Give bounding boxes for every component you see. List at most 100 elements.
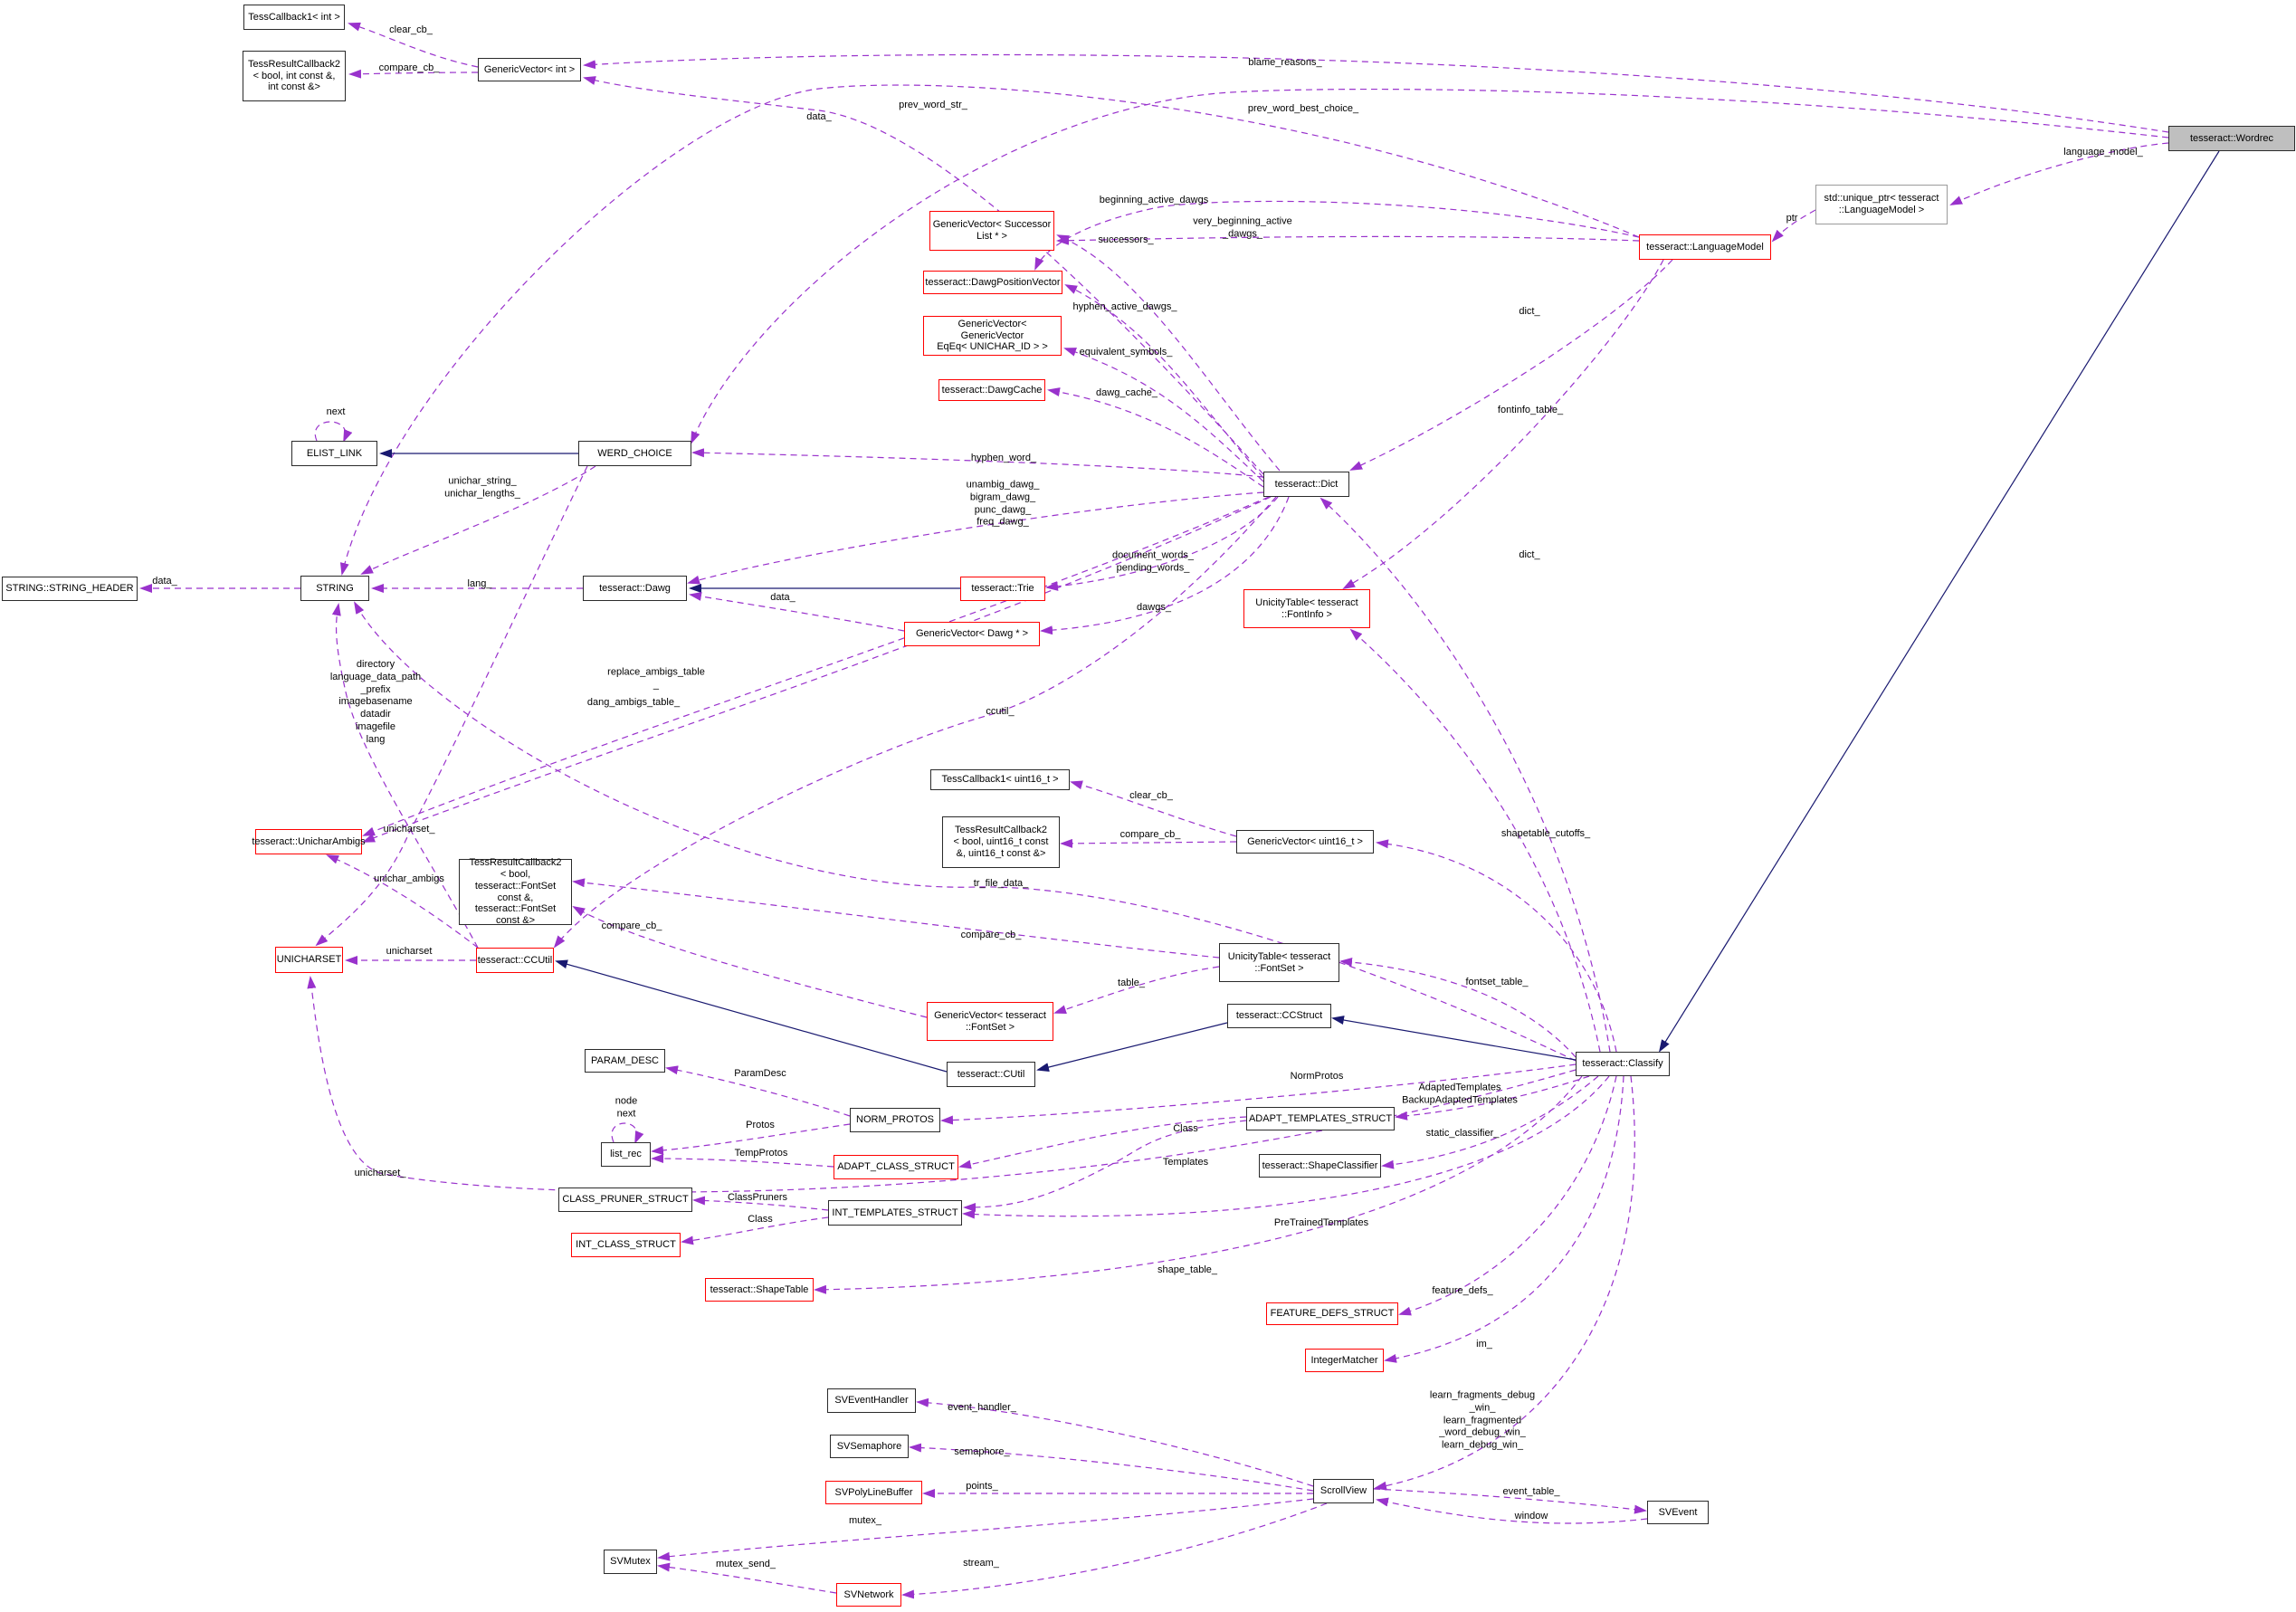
node-sveventhandler[interactable]: SVEventHandler xyxy=(827,1388,916,1413)
edge-language-model xyxy=(1949,142,2169,205)
edge-unichar-string-lengths xyxy=(360,465,596,575)
edge-label-mutex-61: mutex_ xyxy=(848,1515,882,1527)
edge-unambig-bigram-punc-freq-dawg xyxy=(687,491,1264,585)
node-svpolylinebuffer[interactable]: SVPolyLineBuffer xyxy=(825,1481,922,1504)
edge-label-ptr-10: ptr xyxy=(1786,213,1798,224)
node-unicitytable-fontinfo[interactable]: UnicityTable< tesseract ::FontInfo > xyxy=(1243,589,1370,628)
node-shapeclassifier[interactable]: tesseract::ShapeClassifier xyxy=(1259,1154,1381,1178)
node-scrollview[interactable]: ScrollView xyxy=(1313,1479,1374,1503)
node-unicharset[interactable]: UNICHARSET xyxy=(275,947,343,973)
node-trie[interactable]: tesseract::Trie xyxy=(960,577,1045,601)
edge-label-compare-cb-37: compare_cb_ xyxy=(601,920,662,932)
edge-data-dawg xyxy=(689,592,905,632)
node-adapt-templates-struct[interactable]: ADAPT_TEMPLATES_STRUCT xyxy=(1246,1107,1395,1130)
node-param-desc[interactable]: PARAM_DESC xyxy=(585,1049,665,1073)
edge-label-templates-51: Templates xyxy=(1162,1157,1209,1168)
node-svevent[interactable]: SVEvent xyxy=(1647,1501,1709,1524)
edge-listrec-node-loop xyxy=(611,1122,644,1144)
node-unicitytable-fontset[interactable]: UnicityTable< tesseract ::FontSet > xyxy=(1219,943,1339,982)
edge-fontset-table xyxy=(1339,958,1577,1058)
edge-label-data-25: data_ xyxy=(770,592,796,604)
node-dict[interactable]: tesseract::Dict xyxy=(1263,472,1349,497)
node-classify[interactable]: tesseract::Classify xyxy=(1576,1052,1670,1076)
edge-label-unicharset-30: unicharset_ xyxy=(383,824,435,835)
edge-label-event-table-64: event_table_ xyxy=(1502,1486,1560,1498)
node-genericvector-eqeq[interactable]: GenericVector< GenericVector EqEq< UNICH… xyxy=(923,316,1062,356)
node-feature-defs-struct[interactable]: FEATURE_DEFS_STRUCT xyxy=(1266,1302,1398,1325)
node-dawg[interactable]: tesseract::Dawg xyxy=(583,576,687,601)
edge-label-normprotos-41: NormProtos xyxy=(1290,1071,1344,1083)
node-tessresultcallback2-int[interactable]: TessResultCallback2 < bool, int const &,… xyxy=(243,51,346,101)
node-int-class-struct[interactable]: INT_CLASS_STRUCT xyxy=(571,1233,681,1257)
edge-label-successors-9: successors_ xyxy=(1098,234,1154,246)
node-norm-protos[interactable]: NORM_PROTOS xyxy=(850,1108,940,1132)
edge-label-fontset-table-40: fontset_table_ xyxy=(1465,977,1529,988)
edge-label-dict-14: dict_ xyxy=(1519,306,1540,318)
node-integermatcher[interactable]: IntegerMatcher xyxy=(1305,1349,1384,1372)
edge-hyphen-active-dawgs xyxy=(1064,284,1264,479)
node-tesscallback1-int[interactable]: TessCallback1< int > xyxy=(243,5,345,30)
edge-label-mutex-send-62: mutex_send_ xyxy=(715,1559,776,1570)
edge-prev-word-str xyxy=(339,84,1640,576)
node-shapetable[interactable]: tesseract::ShapeTable xyxy=(705,1278,814,1302)
node-cutil[interactable]: tesseract::CUtil xyxy=(947,1062,1035,1087)
node-adapt-class-struct[interactable]: ADAPT_CLASS_STRUCT xyxy=(834,1155,958,1179)
node-svmutex[interactable]: SVMutex xyxy=(604,1550,657,1574)
edge-label-beginning-active-dawgs-7: beginning_active_dawgs xyxy=(1099,195,1209,206)
edge-label-classpruners-48: ClassPruners xyxy=(727,1192,788,1204)
node-string-header[interactable]: STRING::STRING_HEADER xyxy=(2,577,138,601)
edge-label-equivalent-symbols-12: equivalent_symbols_ xyxy=(1079,347,1173,358)
node-string[interactable]: STRING xyxy=(300,576,369,601)
edge-label-data-4: data_ xyxy=(806,111,832,123)
node-dawgpositionvector[interactable]: tesseract::DawgPositionVector xyxy=(923,271,1062,294)
edge-wordrec-classify-inherit xyxy=(1658,150,2220,1053)
node-class-pruner-struct[interactable]: CLASS_PRUNER_STRUCT xyxy=(558,1188,692,1212)
edge-protos xyxy=(651,1123,851,1155)
edge-label-stream-63: stream_ xyxy=(963,1558,999,1569)
edge-label-paramdesc-44: ParamDesc xyxy=(734,1068,786,1080)
edge-label-hyphen-active-dawgs-11: hyphen_active_dawgs_ xyxy=(1072,301,1177,313)
edge-ccutil-string-members xyxy=(331,603,479,949)
edge-compare-cb-u16 xyxy=(1060,838,1237,848)
edge-clear-cb-u16 xyxy=(1070,780,1237,837)
node-genericvector-fontset[interactable]: GenericVector< tesseract ::FontSet > xyxy=(927,1002,1053,1041)
edge-label-dawgs-21: dawgs_ xyxy=(1137,602,1171,614)
node-ccutil[interactable]: tesseract::CCUtil xyxy=(476,948,554,973)
node-dawgcache[interactable]: tesseract::DawgCache xyxy=(938,379,1045,401)
edge-label-pretrainedtemplates-52: PreTrainedTemplates xyxy=(1273,1217,1369,1229)
node-genericvector-int[interactable]: GenericVector< int > xyxy=(478,58,581,81)
node-svnetwork[interactable]: SVNetwork xyxy=(836,1583,901,1607)
edge-event-handler xyxy=(916,1397,1314,1487)
edge-label-unambig-dawg-bigram-dawg-punc-dawg-freq-dawg-18: unambig_dawg_ bigram_dawg_ punc_dawg_ fr… xyxy=(966,479,1040,528)
node-int-templates-struct[interactable]: INT_TEMPLATES_STRUCT xyxy=(828,1200,962,1226)
edge-label-static-classifier-43: static_classifier_ xyxy=(1425,1128,1500,1140)
node-werd-choice[interactable]: WERD_CHOICE xyxy=(578,441,691,466)
node-tesscallback1-uint16[interactable]: TessCallback1< uint16_t > xyxy=(930,769,1070,790)
edge-beginning-active-dawgs xyxy=(1034,200,1640,271)
edge-label-unichar-ambigs-31: unichar_ambigs xyxy=(374,873,444,885)
node-tessresultcallback2-uint16[interactable]: TessResultCallback2 < bool, uint16_t con… xyxy=(942,816,1060,868)
edge-ccutil-edge xyxy=(553,496,1277,949)
node-languagemodel[interactable]: tesseract::LanguageModel xyxy=(1639,234,1771,260)
edge-tempprotos xyxy=(651,1154,834,1168)
node-list-rec[interactable]: list_rec xyxy=(601,1142,651,1167)
edge-label-blame-reasons-2: blame_reasons_ xyxy=(1248,57,1322,69)
node-ccstruct[interactable]: tesseract::CCStruct xyxy=(1227,1004,1331,1028)
node-unique-ptr-languagemodel[interactable]: std::unique_ptr< tesseract ::LanguageMod… xyxy=(1815,185,1948,224)
node-tessresultcallback2-fontset[interactable]: TessResultCallback2 < bool, tesseract::F… xyxy=(459,857,572,926)
edge-label-event-handler-58: event_handler_ xyxy=(948,1402,1016,1414)
node-wordrec[interactable]: tesseract::Wordrec xyxy=(2168,126,2295,151)
node-elist-link[interactable]: ELIST_LINK xyxy=(291,441,377,466)
node-genericvector-successorlist[interactable]: GenericVector< Successor List * > xyxy=(929,211,1054,251)
edge-label-fontinfo-table-15: fontinfo_table_ xyxy=(1497,405,1564,416)
edge-stream xyxy=(901,1502,1328,1599)
edge-label-compare-cb-38: compare_cb_ xyxy=(960,930,1022,941)
edge-replace-ambigs-table xyxy=(362,496,1270,836)
node-svsemaphore[interactable]: SVSemaphore xyxy=(830,1435,909,1458)
node-genericvector-dawg[interactable]: GenericVector< Dawg * > xyxy=(904,622,1040,646)
node-unicharambigs[interactable]: tesseract::UnicharAmbigs xyxy=(252,829,366,854)
edge-classpruners xyxy=(692,1196,829,1211)
edge-label-window-65: window xyxy=(1514,1511,1548,1522)
edge-adapted-templates xyxy=(1395,1075,1590,1121)
node-genericvector-uint16[interactable]: GenericVector< uint16_t > xyxy=(1236,830,1374,854)
